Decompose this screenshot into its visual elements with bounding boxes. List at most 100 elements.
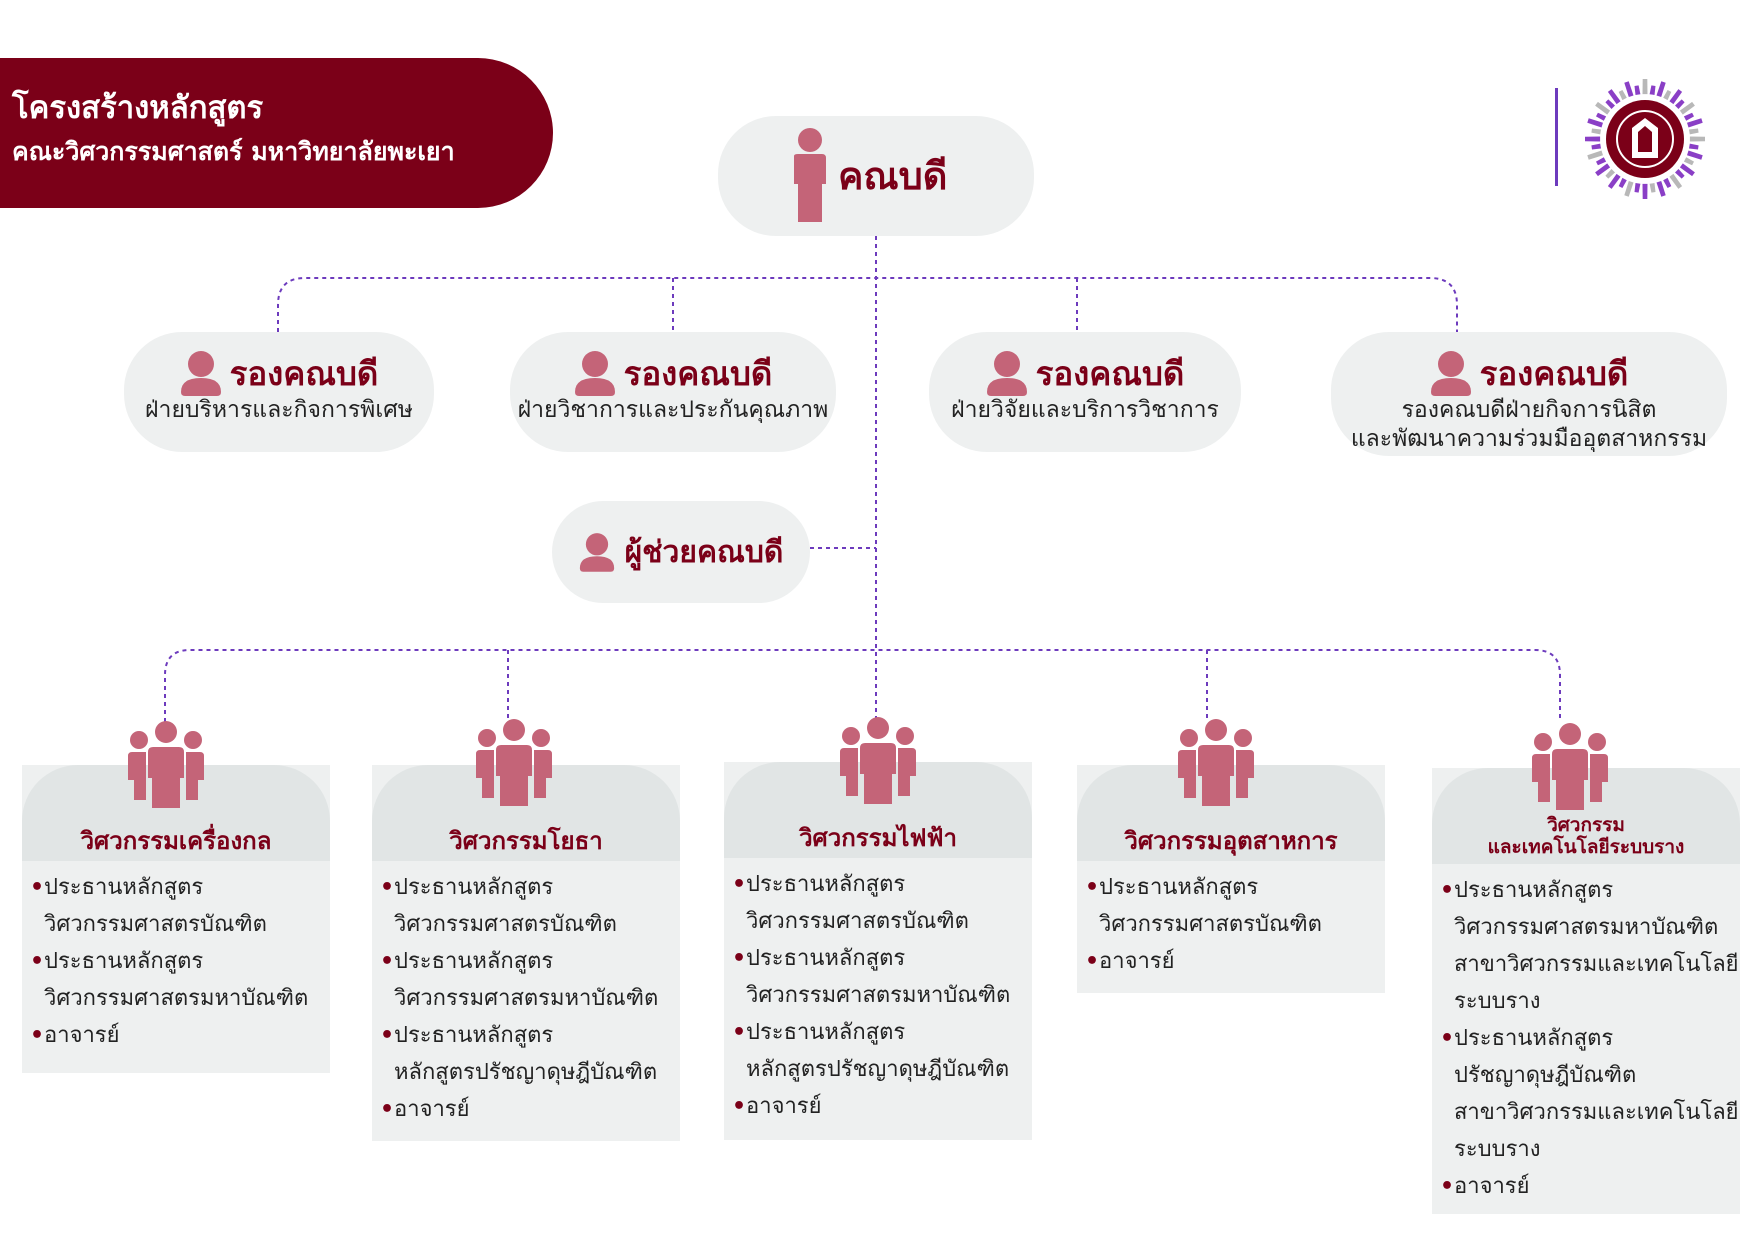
vice-dean-node-research: รองคณบดี ฝ่ายวิจัยและบริการวิชาการ [929, 332, 1241, 452]
logo-ray [1607, 89, 1621, 105]
people-group-icon [1532, 723, 1608, 810]
user-icon [180, 351, 221, 396]
logo-ray [1591, 128, 1601, 135]
department-name: วิศวกรรมเครื่องกล [80, 827, 272, 855]
user-icon [1430, 351, 1471, 396]
department-header: วิศวกรรมอุตสาหการ [1077, 765, 1385, 861]
user-icon [579, 533, 614, 572]
logo-ray [1687, 150, 1703, 160]
list-item: •อาจารย์ [1440, 1174, 1530, 1199]
user-icon [986, 351, 1027, 396]
logo-ray [1675, 169, 1685, 179]
logo-ray [1618, 177, 1627, 188]
logo-ray [1587, 150, 1603, 160]
user-icon [574, 351, 615, 396]
vice-dean-label: รองคณบดี [229, 353, 379, 393]
department-roles: •ประธานหลักสูตรวิศวกรรมศาสตรบัณฑิต •ประธ… [372, 869, 680, 1128]
logo-ray [1585, 136, 1601, 142]
logo-ray [1591, 143, 1601, 150]
list-item: •ประธานหลักสูตรวิศวกรรมศาสตรมหาบัณฑิต [30, 949, 309, 1011]
vice-dean-node-admin: รองคณบดี ฝ่ายบริหารและกิจการพิเศษ [124, 332, 434, 452]
assistant-dean-node: ผู้ช่วยคณบดี [552, 501, 810, 603]
vice-dean-node-academic: รองคณบดี ฝ่ายวิชาการและประกันคุณภาพ [510, 332, 836, 452]
vice-dean-sub-line: รองคณบดีฝ่ายกิจการนิสิต [1401, 397, 1657, 423]
logo-ray [1679, 163, 1695, 177]
logo-divider [1555, 88, 1558, 186]
department-rail: วิศวกรรมและเทคโนโลยีระบบราง •ประธานหลักส… [1432, 768, 1740, 1214]
logo-ray [1663, 90, 1672, 101]
vice-dean-sub-line: ฝ่ายวิชาการและประกันคุณภาพ [517, 397, 829, 423]
logo-ray [1607, 173, 1621, 189]
logo-ray [1596, 157, 1607, 166]
logo-ray [1663, 177, 1672, 188]
vice-dean-label: รองคณบดี [1479, 353, 1629, 393]
list-item: •ประธานหลักสูตรวิศวกรรมศาสตรบัณฑิต [380, 875, 617, 937]
page-title: โครงสร้างหลักสูตร [12, 90, 264, 126]
logo-ray [1683, 157, 1694, 166]
department-roles: •ประธานหลักสูตรวิศวกรรมศาสตรบัณฑิต •ประธ… [22, 869, 330, 1054]
logo-ray [1687, 118, 1703, 128]
logo-ray [1683, 112, 1694, 121]
people-group-icon [128, 721, 204, 808]
list-item: •ประธานหลักสูตรวิศวกรรมศาสตรบัณฑิต [732, 872, 969, 934]
list-item: •ประธานหลักสูตรหลักสูตรปรัชญาดุษฎีบัณฑิต [380, 1023, 658, 1085]
people-group-icon [840, 717, 916, 804]
logo-ray [1675, 99, 1685, 109]
list-item: •ประธานหลักสูตรวิศวกรรมศาสตรบัณฑิต [1085, 875, 1322, 937]
list-item: •ประธานหลักสูตรวิศวกรรมศาสตรมหาบัณฑิต [380, 949, 659, 1011]
department-roles: •ประธานหลักสูตรวิศวกรรมศาสตรบัณฑิต •อาจา… [1077, 869, 1385, 980]
vice-dean-sub-line: ฝ่ายบริหารและกิจการพิเศษ [145, 397, 413, 423]
header-banner: โครงสร้างหลักสูตร คณะวิศวกรรมศาสตร์ มหาว… [0, 58, 553, 208]
vice-dean-sub-line: ฝ่ายวิจัยและบริการวิชาการ [951, 397, 1219, 423]
logo-ray [1642, 183, 1648, 199]
list-item: •ประธานหลักสูตรวิศวกรรมศาสตรบัณฑิต [30, 875, 267, 937]
department-name: วิศวกรรมอุตสาหการ [1124, 827, 1338, 855]
vice-dean-label: รองคณบดี [623, 353, 773, 393]
logo-ray [1689, 128, 1699, 135]
vice-dean-label: รองคณบดี [1035, 353, 1185, 393]
vice-dean-node-student-affairs: รองคณบดี รองคณบดีฝ่ายกิจการนิสิต และพัฒน… [1331, 332, 1727, 456]
logo-ray [1618, 90, 1627, 101]
department-industrial: วิศวกรรมอุตสาหการ •ประธานหลักสูตรวิศวกรร… [1077, 765, 1385, 993]
faculty-logo [1585, 79, 1705, 199]
logo-ray [1669, 173, 1683, 189]
department-electrical: วิศวกรรมไฟฟ้า •ประธานหลักสูตรวิศวกรรมศาส… [724, 762, 1032, 1140]
logo-ray [1689, 136, 1705, 142]
list-item: •อาจารย์ [30, 1023, 120, 1048]
department-civil: วิศวกรรมโยธา •ประธานหลักสูตรวิศวกรรมศาสต… [372, 765, 680, 1141]
person-icon [794, 128, 826, 222]
dean-node: คณบดี [718, 116, 1034, 236]
logo-ray [1624, 181, 1634, 197]
list-item: •อาจารย์ [1085, 949, 1175, 974]
department-name: วิศวกรรมไฟฟ้า [799, 824, 957, 852]
department-roles: •ประธานหลักสูตรวิศวกรรมศาสตรมหาบัณฑิตสาข… [1432, 872, 1740, 1205]
logo-ray [1605, 169, 1615, 179]
logo-ray [1587, 118, 1603, 128]
people-group-icon [476, 719, 552, 806]
logo-ray [1605, 99, 1615, 109]
logo-ray [1624, 81, 1634, 97]
list-item: •อาจารย์ [380, 1097, 470, 1122]
logo-ray [1596, 112, 1607, 121]
logo-ray [1669, 89, 1683, 105]
logo-ray [1595, 101, 1611, 115]
list-item: •อาจารย์ [732, 1094, 822, 1119]
logo-ray [1595, 163, 1611, 177]
department-name: วิศวกรรมโยธา [449, 827, 603, 855]
dean-label: คณบดี [838, 154, 948, 198]
assistant-dean-label: ผู้ช่วยคณบดี [624, 534, 784, 570]
logo-ray [1679, 101, 1695, 115]
logo-ray [1649, 85, 1656, 95]
list-item: •ประธานหลักสูตรวิศวกรรมศาสตรมหาบัณฑิต [732, 946, 1011, 1008]
logo-ray [1634, 183, 1641, 193]
logo-ray [1656, 181, 1666, 197]
list-item: •ประธานหลักสูตรหลักสูตรปรัชญาดุษฎีบัณฑิต [732, 1020, 1010, 1082]
list-item: •ประธานหลักสูตรวิศวกรรมศาสตรมหาบัณฑิตสาข… [1440, 878, 1739, 1014]
logo-ray [1689, 143, 1699, 150]
vice-dean-sub-line: และพัฒนาความร่วมมืออุตสาหกรรม [1350, 426, 1708, 452]
list-item: •ประธานหลักสูตรปรัชญาดุษฎีบัณฑิตสาขาวิศว… [1440, 1026, 1739, 1162]
page-subtitle: คณะวิศวกรรมศาสตร์ มหาวิทยาลัยพะเยา [12, 137, 455, 166]
department-name: วิศวกรรมและเทคโนโลยีระบบราง [1487, 814, 1685, 858]
logo-ray [1642, 79, 1648, 95]
